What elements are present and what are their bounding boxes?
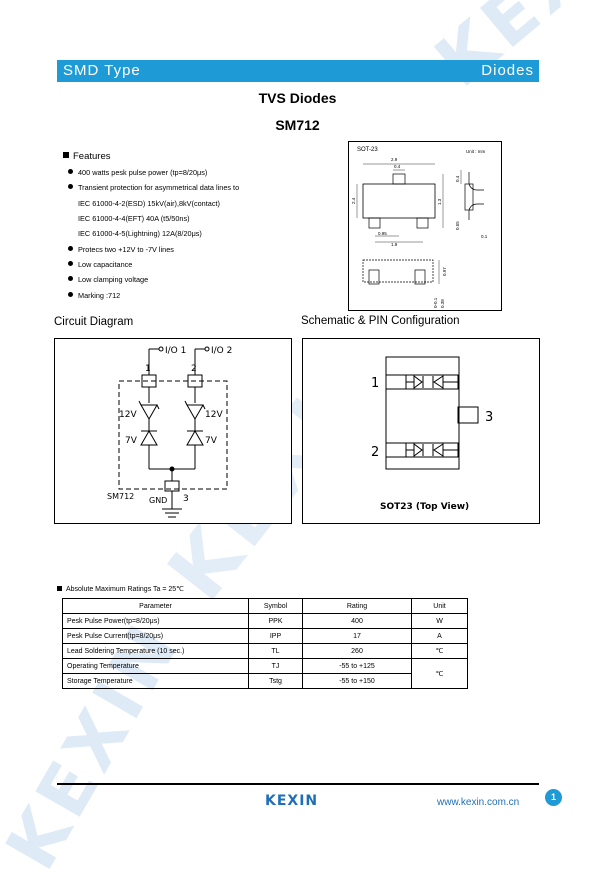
header-type: Diodes (481, 62, 534, 79)
feature-item: Transient protection for asymmetrical da… (68, 183, 239, 192)
package-unit: Unit : mm (466, 149, 486, 154)
dim-label: 0.38 (440, 299, 445, 308)
feature-item: IEC 61000-4-4(EFT) 40A (t5/50ns) (78, 214, 190, 223)
page-title: TVS Diodes (258, 90, 337, 106)
table-cell: 400 (302, 613, 412, 629)
package-drawing: SOT-23 Unit : mm 2.9 0.4 2.4 1.3 0.95 1.… (348, 141, 502, 311)
feature-item: IEC 61000-4-5(Lightning) 12A(8/20μs) (78, 229, 202, 238)
dim-label: 2.4 (351, 197, 356, 204)
footer-logo: KEXIN (265, 793, 319, 809)
ratings-table: Parameter Symbol Rating Unit Pesk Pulse … (62, 598, 468, 689)
table-header: Parameter (62, 598, 249, 614)
pin2-label: 2 (371, 445, 379, 460)
schematic-svg: 1 2 3 SOT23 (Top View) (371, 356, 493, 512)
features-heading: Features (63, 151, 111, 162)
table-cell: IPP (248, 628, 303, 644)
feature-item: 400 watts pesk pulse power (tp=8/20μs) (68, 168, 207, 177)
table-header-row: Parameter Symbol Rating Unit (62, 598, 468, 614)
watermark-top-right: KEXIN (420, 0, 595, 103)
feature-item: Low clamping voltage (68, 275, 148, 284)
footer-divider (57, 783, 539, 785)
device-label: SM712 (107, 492, 134, 501)
dim-label: 1.9 (391, 242, 398, 247)
table-cell: -55 to +125 (302, 658, 412, 674)
pin3-label: 3 (485, 410, 493, 425)
table-cell: A (411, 628, 468, 644)
square-bullet-icon (63, 152, 69, 158)
pin3-label: 3 (183, 494, 189, 504)
table-cell: ℃ (411, 643, 468, 659)
square-bullet-icon (57, 586, 62, 591)
v7-label: 7V (125, 436, 138, 446)
v12-label: 12V (205, 410, 223, 420)
package-outline-svg: SOT-23 Unit : mm 2.9 0.4 2.4 1.3 0.95 1.… (351, 147, 488, 308)
table-cell: TJ (248, 658, 303, 674)
feature-item: IEC 61000-4-2(ESD) 15kV(air),8kV(contact… (78, 199, 220, 208)
package-name: SOT-23 (357, 147, 378, 153)
dim-label: 0.97 (442, 267, 447, 276)
table-row: Storage Temperature Tstg -55 to +150 (62, 673, 468, 689)
dim-label: 1.3 (437, 198, 442, 205)
table-row: Lead Soldering Temperature (10 sec.) TL … (62, 643, 468, 659)
schematic-title: Schematic & PIN Configuration (301, 315, 460, 327)
v7-label: 7V (205, 436, 218, 446)
dim-label: 0.4 (455, 175, 460, 182)
table-cell: -55 to +150 (302, 673, 412, 689)
dim-label: 2.9 (391, 157, 398, 162)
table-row: Pesk Pulse Current(tp=8/20μs) IPP 17 A (62, 628, 468, 644)
part-number: SM712 (275, 117, 320, 133)
feature-item: Low capacitance (68, 260, 132, 269)
dim-label: 0.95 (378, 231, 387, 236)
table-header: Unit (411, 598, 468, 614)
page-number: 1 (545, 789, 562, 806)
feature-item: Protecs two +12V to -7V lines (68, 245, 174, 254)
table-cell: 260 (302, 643, 412, 659)
v12-label: 12V (119, 410, 137, 420)
pin1-label: 1 (145, 364, 151, 374)
table-cell: W (411, 613, 468, 629)
table-cell: ℃ (411, 658, 468, 689)
table-row: Pesk Pulse Power(tp=8/20μs) PPK 400 W (62, 613, 468, 629)
feature-item: Marking :712 (68, 291, 120, 300)
table-cell: Storage Temperature (62, 673, 249, 689)
schematic-caption: SOT23 (Top View) (380, 502, 469, 512)
table-cell: PPK (248, 613, 303, 629)
dim-label: 0.1 (481, 234, 488, 239)
table-cell: Pesk Pulse Current(tp=8/20μs) (62, 628, 249, 644)
table-cell: Pesk Pulse Power(tp=8/20μs) (62, 613, 249, 629)
circuit-diagram-title: Circuit Diagram (54, 316, 134, 328)
dim-label: 0.4 (394, 164, 401, 169)
circuit-svg: I/O 1 I/O 2 1 2 12V 12V 7V 7V SM712 GND … (107, 346, 232, 518)
table-cell: Tstg (248, 673, 303, 689)
dim-label: 0-0.1 (433, 297, 438, 308)
pin1-label: 1 (371, 376, 379, 391)
footer-url[interactable]: www.kexin.com.cn (437, 797, 520, 808)
table-row: Operating Temperature TJ -55 to +125 ℃ (62, 658, 468, 689)
table-cell: Operating Temperature (62, 658, 249, 674)
table-cell: 17 (302, 628, 412, 644)
table-header: Rating (302, 598, 412, 614)
table-cell: Lead Soldering Temperature (10 sec.) (62, 643, 249, 659)
header-bar: SMD Type Diodes (57, 60, 539, 82)
io2-label: I/O 2 (211, 346, 232, 356)
circuit-diagram: I/O 1 I/O 2 1 2 12V 12V 7V 7V SM712 GND … (54, 338, 292, 524)
io1-label: I/O 1 (165, 346, 186, 356)
table-cell: TL (248, 643, 303, 659)
table-header: Symbol (248, 598, 303, 614)
pin2-label: 2 (191, 364, 197, 374)
schematic-diagram: 1 2 3 SOT23 (Top View) (302, 338, 540, 524)
gnd-label: GND (149, 496, 167, 505)
ratings-heading: Absolute Maximum Ratings Ta = 25℃ (57, 585, 184, 593)
dim-label: 0.55 (455, 221, 460, 230)
header-category: SMD Type (63, 62, 141, 79)
